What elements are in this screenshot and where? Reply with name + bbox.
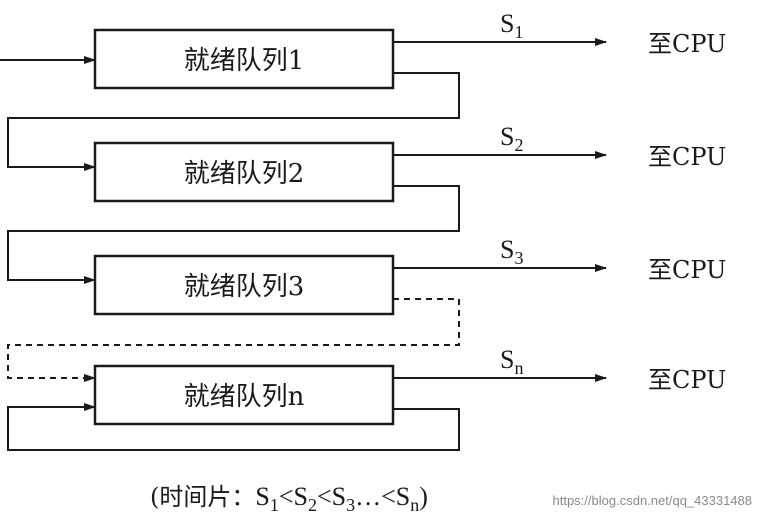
queue-label-3: 就绪队列3 [184, 272, 305, 302]
slice-label-3: S3 [500, 235, 523, 268]
queue-box-3 [93, 254, 395, 316]
slice-label-n: Sn [500, 345, 523, 378]
connector-q3-qn-dashed [7, 298, 460, 382]
queue-label-1: 就绪队列1 [184, 46, 305, 76]
slice-label-2: S2 [500, 122, 523, 155]
watermark-text: https://blog.csdn.net/qq_43331488 [553, 493, 753, 508]
dest-label-1: 至CPU [648, 30, 726, 58]
dest-label-3: 至CPU [648, 256, 726, 284]
queue-label-2: 就绪队列2 [184, 159, 305, 189]
queue-box-n [93, 364, 395, 426]
dest-label-n: 至CPU [648, 366, 726, 394]
connector-qn-loop [7, 403, 460, 451]
caption: (时间片：S1<S2<S3…<Sn) [150, 482, 428, 515]
connector-q2-q3 [7, 185, 460, 284]
dest-label-2: 至CPU [648, 143, 726, 171]
slice-label-1: S1 [500, 9, 523, 42]
queue-box-1 [93, 28, 395, 90]
queue-box-2 [93, 141, 395, 203]
connector-q1-q2 [7, 72, 460, 171]
queue-label-n: 就绪队列n [184, 382, 305, 412]
